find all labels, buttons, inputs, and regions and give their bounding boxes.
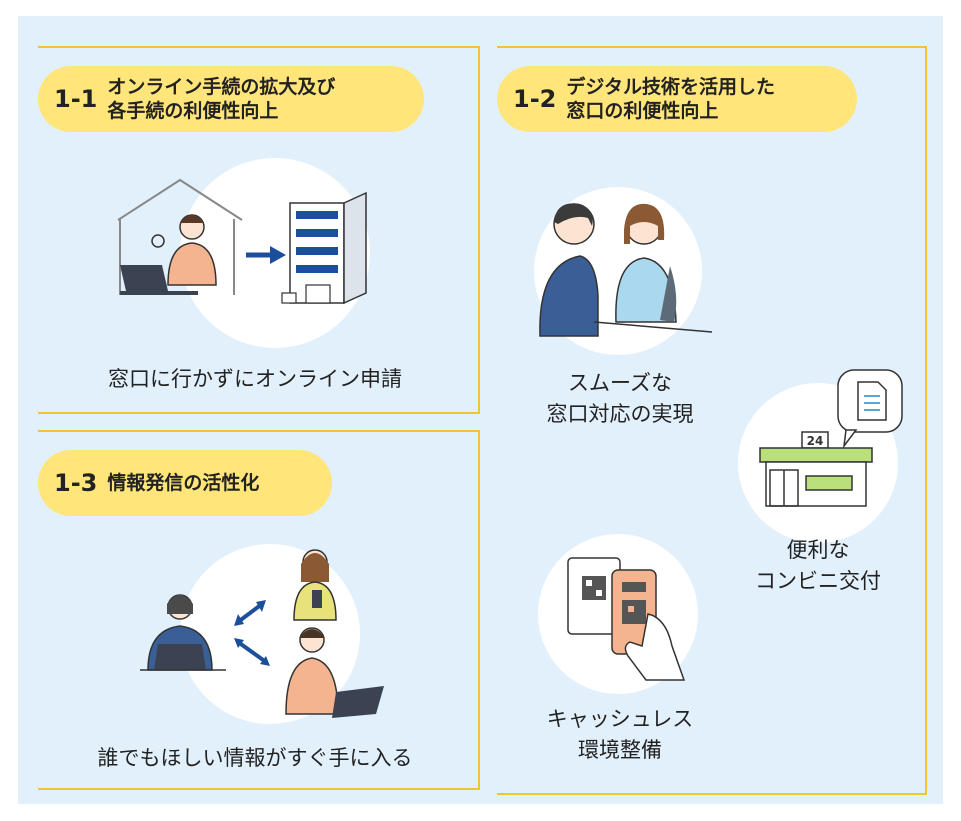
section-1-3-frame [38, 430, 480, 790]
section-1-2-heading: 1-2 デジタル技術を活用した 窓口の利便性向上 [497, 66, 857, 132]
section-1-3-caption: 誰でもほしい情報がすぐ手に入る [97, 746, 413, 770]
person-typing-icon [285, 627, 384, 718]
house-icon [117, 178, 243, 295]
section-number: 1-2 [513, 85, 557, 113]
double-arrow-icon [234, 600, 266, 626]
customer-person-icon [615, 203, 677, 323]
building-icon [281, 191, 367, 305]
section-number: 1-3 [54, 469, 98, 497]
section-1-1-frame [38, 46, 480, 414]
cashless-payment-illustration [567, 557, 686, 681]
convenience-store-illustration: 24 [759, 369, 903, 507]
arrow-right-icon [246, 246, 286, 264]
item-caption: 便利な コンビニ交付 [755, 538, 881, 593]
section-title: 情報発信の活性化 [107, 472, 260, 494]
store-sign: 24 [807, 434, 824, 448]
staff-person-icon [539, 203, 599, 337]
document-icon [837, 369, 903, 449]
store-icon: 24 [759, 431, 873, 507]
section-1-1-caption: 窓口に行かずにオンライン申請 [108, 367, 402, 391]
section-title: デジタル技術を活用した 窓口の利便性向上 [566, 76, 775, 122]
counter-line [593, 321, 713, 333]
section-1-1-heading: 1-1 オンライン手続の拡大及び 各手続の利便性向上 [38, 66, 424, 132]
hand-icon [624, 613, 686, 681]
double-arrow-icon [234, 638, 270, 666]
section-number: 1-1 [54, 85, 98, 113]
counter-service-illustration [539, 203, 713, 337]
online-application-illustration [117, 178, 367, 305]
section-1-3-heading: 1-3 情報発信の活性化 [38, 450, 332, 516]
laptop-icon [120, 265, 198, 295]
section-title: オンライン手続の拡大及び 各手続の利便性向上 [107, 76, 336, 122]
information-sharing-illustration [140, 549, 384, 718]
person-with-phone-icon [293, 549, 337, 621]
person-with-laptop-icon [140, 594, 226, 671]
item-caption: キャッシュレス 環境整備 [546, 707, 694, 762]
person-icon [151, 214, 217, 286]
section-1-2-frame [497, 46, 927, 795]
item-caption: スムーズな 窓口対応の実現 [546, 371, 694, 426]
